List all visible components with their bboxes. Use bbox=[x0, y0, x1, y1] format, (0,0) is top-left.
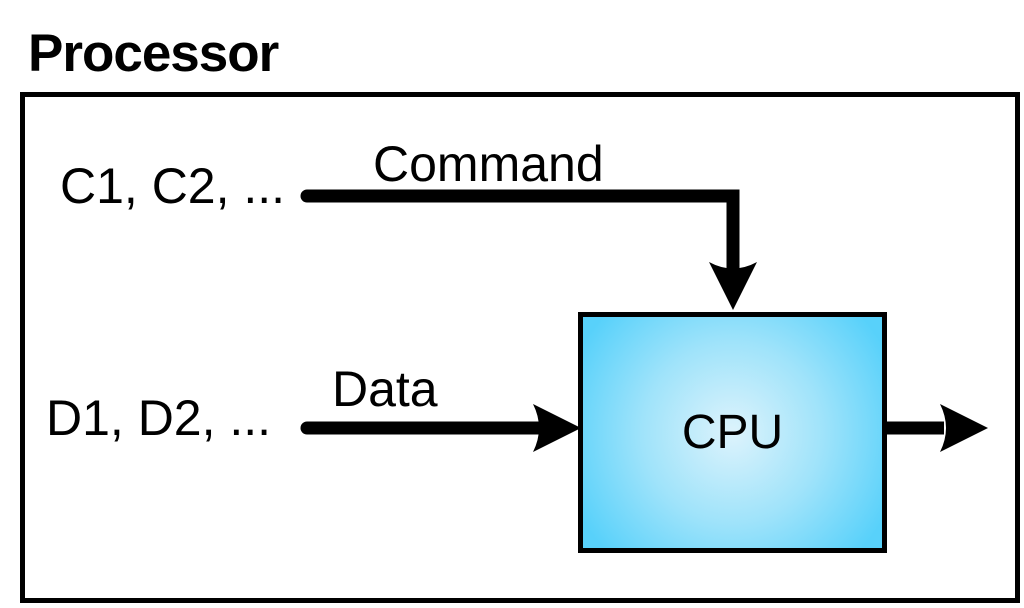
data-source-label: D1, D2, ... bbox=[46, 390, 272, 446]
processor-boundary-box bbox=[20, 92, 1020, 603]
command-source-label: C1, C2, ... bbox=[60, 158, 286, 214]
cpu-node-label: CPU bbox=[681, 405, 784, 459]
command-flow-label: Command bbox=[373, 136, 604, 192]
cpu-node: CPU bbox=[578, 312, 887, 553]
data-flow-label: Data bbox=[332, 361, 438, 417]
page-title: Processor bbox=[28, 24, 279, 83]
